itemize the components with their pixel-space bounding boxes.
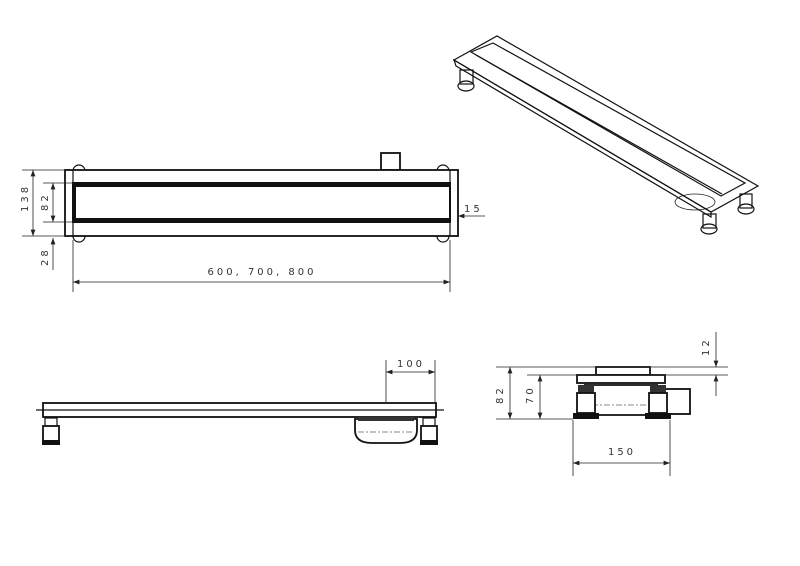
foot-icon xyxy=(420,417,438,445)
outlet-pipe xyxy=(380,152,401,171)
foot-icon xyxy=(700,213,718,235)
grate-width-dimension: 82 xyxy=(40,192,51,211)
channel-body xyxy=(64,169,459,237)
foot-icon xyxy=(457,69,475,92)
channel-frame xyxy=(452,35,760,213)
side-view: 100 xyxy=(36,359,444,445)
foot-icon xyxy=(42,417,60,445)
end-view: 82 70 12 150 xyxy=(495,332,728,476)
grate-thickness-dimension: 12 xyxy=(701,337,712,356)
length-dimension: 600, 700, 800 xyxy=(208,267,317,278)
total-height-dimension: 82 xyxy=(495,385,506,404)
channel-side xyxy=(452,58,712,219)
drain-bowl xyxy=(354,418,418,444)
body-height-dimension: 70 xyxy=(525,385,536,404)
height-dimension: 138 xyxy=(20,184,31,212)
end-plate-dimension: 15 xyxy=(464,204,483,215)
foot-icon xyxy=(645,385,671,419)
width-dimension: 150 xyxy=(608,447,636,458)
outlet-offset-dimension: 100 xyxy=(397,359,425,370)
foot-icon xyxy=(573,385,599,419)
isometric-view xyxy=(452,35,760,235)
top-view: 138 82 28 15 600, 700, 800 xyxy=(20,152,485,292)
drain-disk xyxy=(674,193,716,211)
foot-offset-dimension: 28 xyxy=(40,247,51,266)
foot-icon xyxy=(737,193,755,215)
grate xyxy=(469,42,747,197)
grate-cap xyxy=(595,366,651,376)
